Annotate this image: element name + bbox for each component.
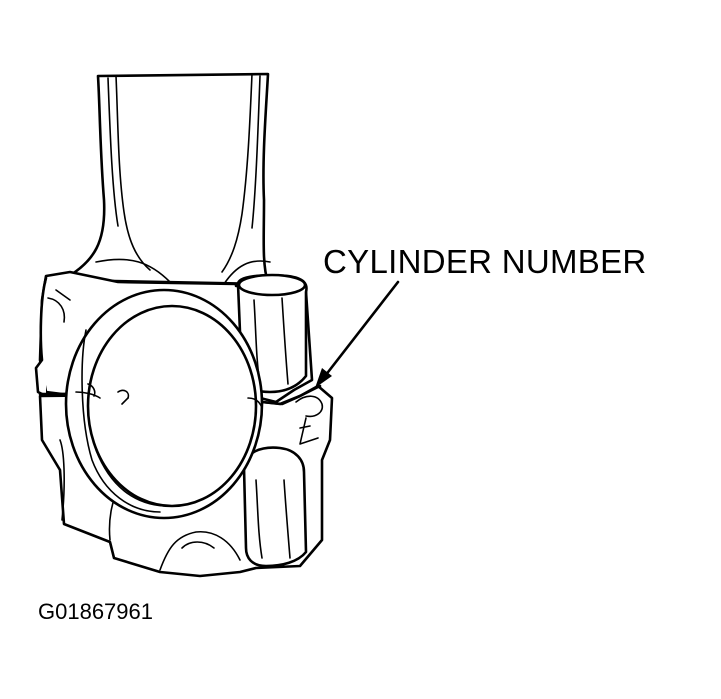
rod-shank: [60, 72, 271, 286]
bearing-bore: [64, 288, 264, 520]
callout-arrow: [315, 280, 400, 388]
callout-label: CYLINDER NUMBER: [323, 243, 647, 280]
figure-id: G01867961: [38, 599, 153, 624]
